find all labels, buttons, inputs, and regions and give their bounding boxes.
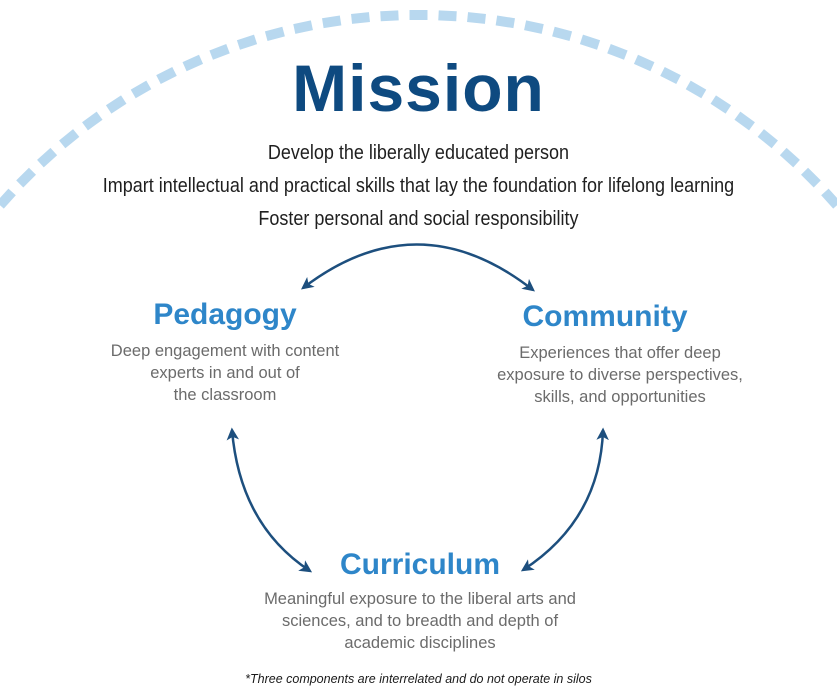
arc-dash	[579, 34, 601, 50]
pedagogy-description: Deep engagement with content experts in …	[85, 340, 365, 406]
arc-dash	[293, 20, 313, 34]
arc-dash	[467, 12, 486, 24]
arc-dash	[59, 129, 80, 149]
arc-dash	[607, 44, 628, 60]
mission-dashed-arc	[0, 10, 837, 209]
curriculum-description: Meaningful exposure to the liberal arts …	[240, 588, 600, 654]
arc-dash	[779, 147, 800, 168]
arc-dash	[660, 66, 681, 85]
arc-dash	[710, 95, 732, 114]
mission-line-3: Foster personal and social responsibilit…	[258, 208, 579, 230]
pedagogy-line-2: experts in and out of	[150, 364, 300, 382]
community-description: Experiences that offer deep exposure to …	[470, 342, 770, 408]
arc-dash	[322, 15, 342, 29]
arc-dash	[438, 10, 457, 22]
arc-dash	[495, 15, 515, 29]
arc-dash	[801, 167, 821, 188]
pedagogy-title: Pedagogy	[153, 298, 297, 331]
curriculum-line-3: academic disciplines	[344, 634, 496, 652]
arc-dash	[182, 54, 204, 72]
arc-dash	[264, 26, 285, 42]
arc-dash	[105, 95, 127, 114]
arc-dash	[524, 20, 544, 34]
arc-dash	[757, 129, 778, 149]
arrow-pedagogy-community	[301, 243, 535, 292]
arc-dash	[37, 147, 58, 168]
arc-dash	[351, 12, 370, 24]
arc-dash	[0, 188, 16, 209]
mission-title: Mission	[292, 51, 545, 125]
arc-dash	[236, 34, 258, 50]
arc-dash	[409, 10, 428, 20]
arc-dash	[380, 10, 399, 22]
community-line-2: exposure to diverse perspectives,	[497, 366, 743, 384]
footnote: *Three components are interrelated and d…	[245, 672, 592, 686]
pedagogy-line-1: Deep engagement with content	[110, 342, 340, 360]
curriculum-title: Curriculum	[339, 548, 501, 581]
arrow-pedagogy-curriculum	[226, 427, 313, 573]
community-line-3: skills, and opportunities	[534, 388, 706, 406]
community-line-1: Experiences that offer deep	[519, 344, 721, 362]
arc-dash	[130, 80, 152, 99]
pedagogy-line-3: the classroom	[173, 386, 277, 404]
arc-dash	[821, 188, 837, 209]
arc-dash	[685, 80, 707, 99]
mission-line-2: Impart intellectual and practical skills…	[102, 175, 735, 197]
arc-dash	[209, 44, 230, 60]
arc-dash	[633, 54, 655, 72]
arc-dash	[16, 167, 36, 188]
arrow-community-curriculum	[520, 427, 609, 572]
community-title: Community	[522, 300, 688, 333]
arc-dash	[82, 111, 103, 131]
mission-line-1: Develop the liberally educated person	[267, 142, 570, 164]
arc-dash	[552, 26, 573, 42]
curriculum-line-1: Meaningful exposure to the liberal arts …	[264, 590, 576, 608]
arc-dash	[156, 66, 177, 85]
arc-dash	[734, 111, 755, 131]
curriculum-line-2: sciences, and to breadth and depth of	[281, 612, 559, 630]
